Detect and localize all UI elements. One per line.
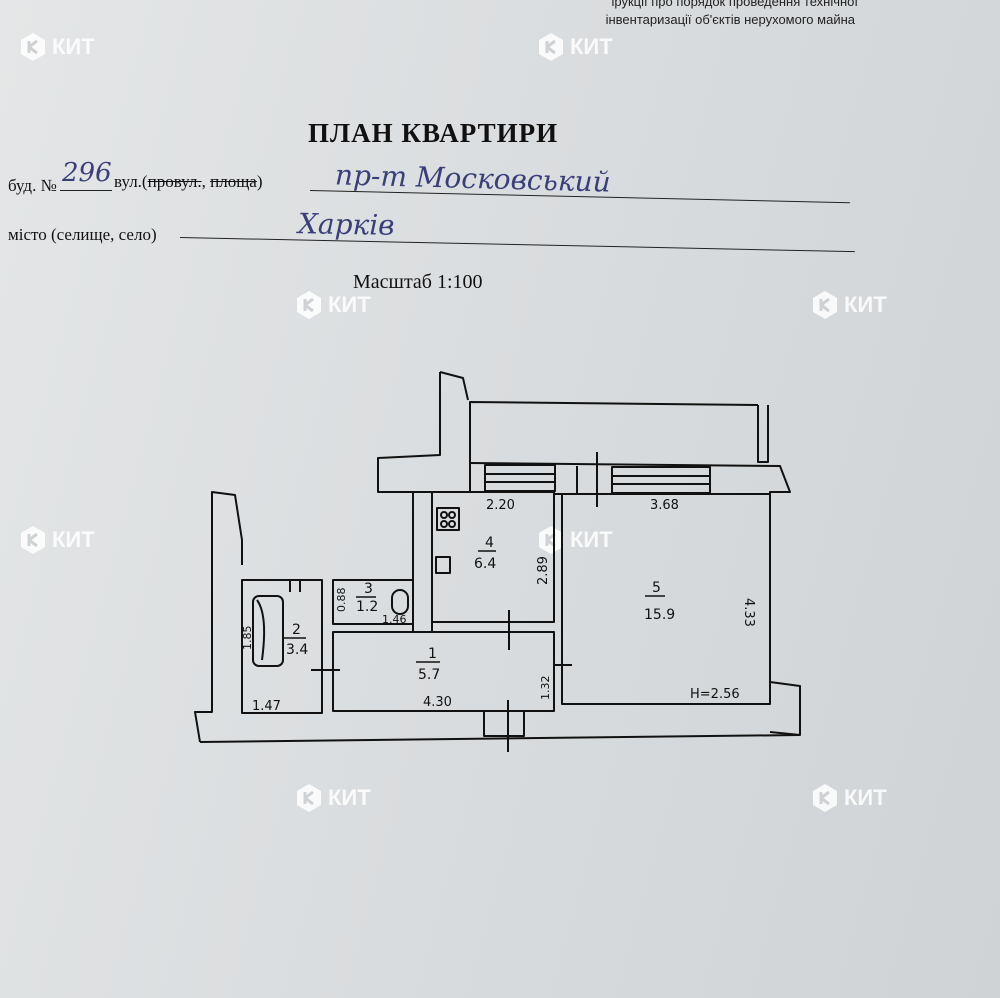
window (484, 464, 556, 492)
room-4-number: 4 (485, 535, 494, 551)
header-line-2: інвентаризації об'єктів нерухомого майна (605, 12, 855, 27)
room-3-area: 1.2 (356, 599, 378, 615)
kit-logo-icon (21, 526, 45, 554)
room-2-area: 3.4 (286, 642, 308, 658)
dim-hall-depth: 1.32 (539, 676, 552, 701)
city-label: місто (селище, село) (8, 225, 157, 244)
watermark: КИТ (538, 525, 613, 555)
toilet-walls (332, 579, 414, 625)
watermark: КИТ (812, 783, 887, 813)
watermark: КИТ (20, 32, 95, 62)
ceiling-height: H=2.56 (690, 687, 740, 702)
balcony-wall (377, 372, 759, 493)
scale-label: Масштаб 1:100 (353, 271, 483, 293)
bathtub-icon (252, 595, 284, 667)
dim-bath-width: 1.47 (252, 699, 281, 714)
bathroom-walls (241, 579, 323, 714)
dim-toilet-width: 1.46 (382, 613, 407, 626)
toilet-icon (391, 589, 409, 615)
room-5-area: 15.9 (644, 607, 675, 623)
kit-logo-icon (539, 33, 563, 61)
watermark: КИТ (296, 290, 371, 320)
dim-room5-width: 3.68 (650, 498, 679, 513)
dim-hall-width: 4.30 (423, 695, 452, 710)
kit-logo-icon (297, 291, 321, 319)
kit-logo-icon (813, 784, 837, 812)
room-2-number: 2 (292, 622, 301, 638)
dim-bath-depth: 1.85 (241, 626, 254, 651)
room-3-number: 3 (364, 581, 373, 597)
building-number: 296 (62, 158, 112, 188)
watermark: КИТ (538, 32, 613, 62)
room-1-area: 5.7 (418, 667, 440, 683)
dim-kitchen-depth: 2.89 (536, 556, 551, 585)
kit-logo-icon (813, 291, 837, 319)
kit-logo-icon (539, 526, 563, 554)
dim-toilet-depth: 0.88 (335, 588, 348, 613)
window (611, 466, 711, 494)
building-underline (60, 190, 112, 191)
page-title: ПЛАН КВАРТИРИ (308, 118, 559, 148)
watermark: КИТ (296, 783, 371, 813)
street-label: вул.(провул., площа) (114, 172, 263, 191)
window (483, 710, 525, 737)
building-label: буд. № (8, 176, 57, 195)
hallway-walls (332, 631, 555, 712)
room-5-number: 5 (652, 580, 661, 596)
room-1-number: 1 (428, 646, 437, 662)
kit-logo-icon (297, 784, 321, 812)
kit-logo-icon (21, 33, 45, 61)
room-4-area: 6.4 (474, 556, 496, 572)
dim-room5-depth: 4.33 (741, 598, 756, 627)
room5-walls (561, 493, 771, 705)
sink-icon (435, 556, 451, 574)
stove-icon (436, 507, 460, 531)
header-line-1: ірукції про порядок проведення технічної (611, 0, 858, 9)
dim-kitchen-width: 2.20 (486, 498, 515, 513)
watermark: КИТ (20, 525, 95, 555)
watermark: КИТ (812, 290, 887, 320)
